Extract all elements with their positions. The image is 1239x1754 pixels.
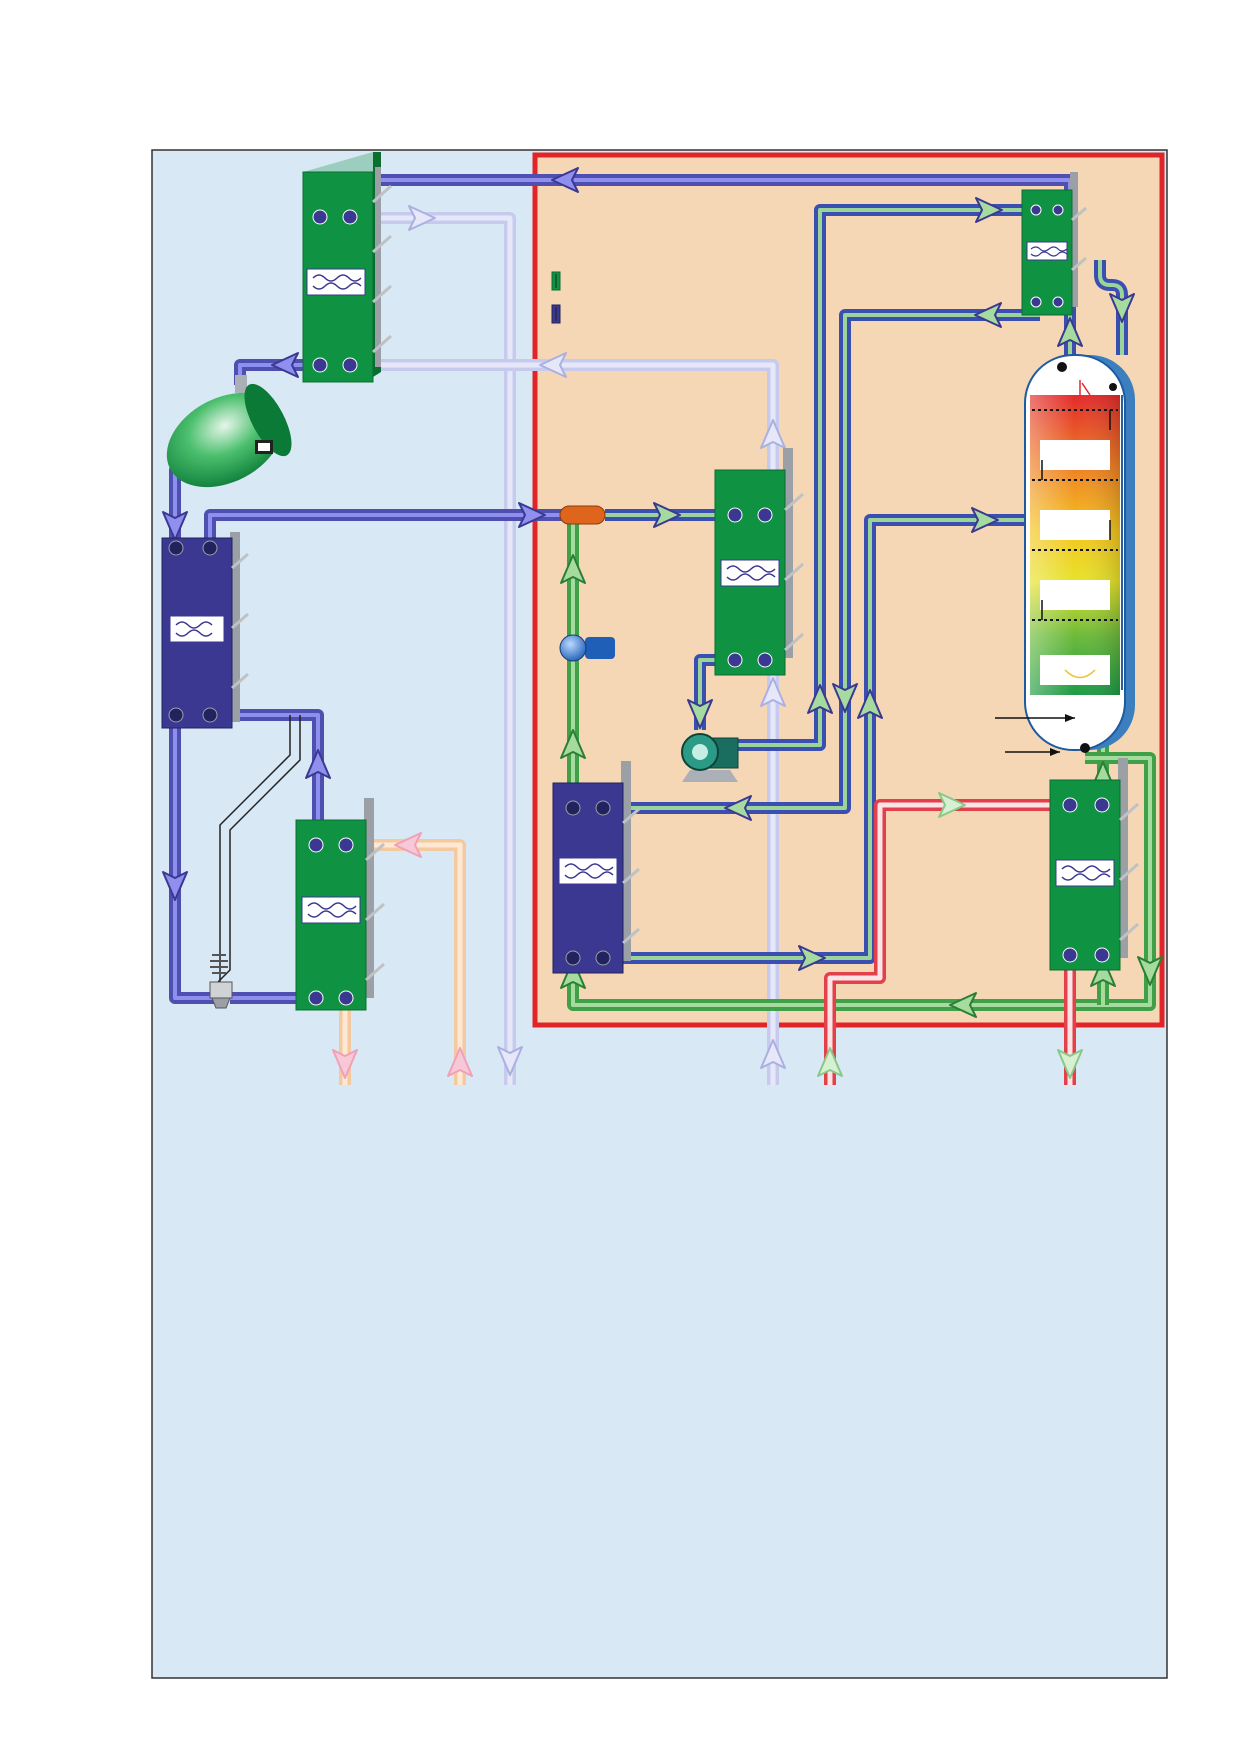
arrow-up [560, 554, 586, 584]
arrow-right [798, 945, 826, 971]
arrow-down [1137, 956, 1163, 986]
arrow-up [760, 677, 786, 707]
plate-heat-exchanger-icon [714, 448, 804, 676]
capillary-line [214, 715, 301, 986]
arrow-up [560, 729, 586, 759]
separator-icon [559, 505, 606, 525]
arrow-left [271, 352, 299, 378]
arrow-right [971, 507, 999, 533]
arrow-up [817, 1047, 843, 1077]
arrow-up [560, 959, 586, 989]
arrow-left [551, 167, 579, 193]
arrow-left [394, 832, 422, 858]
distillation-column-icon [995, 354, 1135, 756]
arrow-down [162, 511, 188, 541]
plate-heat-exchanger-icon [295, 798, 385, 1011]
plate-heat-exchanger-icon [161, 532, 249, 729]
plate-heat-exchanger-icon [1049, 758, 1139, 971]
arrow-left [949, 992, 977, 1018]
capillary-line-2 [219, 715, 291, 990]
arrow-left [539, 352, 567, 378]
arrow-right [653, 502, 681, 528]
legend-swatch-icon [551, 304, 561, 324]
plate-heat-exchanger-icon [302, 152, 392, 383]
arrow-right [518, 502, 546, 528]
warm-water-lines [339, 839, 466, 1085]
arrow-right [408, 205, 436, 231]
arrow-up [760, 1039, 786, 1069]
filter-icon [559, 634, 615, 662]
cooling-water-lines [350, 212, 779, 1085]
liquid-receiver-icon [166, 375, 292, 488]
arrow-right [975, 197, 1003, 223]
arrow-up [807, 684, 833, 714]
arrow-down [1109, 293, 1135, 323]
legend-swatch-icon [551, 271, 561, 291]
arrow-left [974, 302, 1002, 328]
arrow-up [1057, 317, 1083, 347]
arrow-down [162, 871, 188, 901]
arrow-down [687, 699, 713, 729]
arrow-down [1057, 1049, 1083, 1079]
plate-heat-exchanger-icon [552, 761, 640, 974]
flow-arrows [162, 167, 1163, 1079]
arrow-left [724, 795, 752, 821]
arrow-down [832, 683, 858, 713]
plate-heat-exchanger-icon [1021, 172, 1087, 316]
arrow-up [1090, 957, 1116, 987]
centrifugal-pump-icon [681, 733, 739, 782]
arrow-right [938, 792, 966, 818]
heat-exchangers [161, 152, 1139, 1011]
legend [551, 271, 561, 324]
arrow-down [497, 1046, 523, 1076]
arrow-up [760, 419, 786, 449]
expansion-valve-icon [209, 954, 233, 1009]
arrow-up [857, 689, 883, 719]
arrow-up [305, 749, 331, 779]
arrow-up [447, 1047, 473, 1077]
arrow-down [332, 1049, 358, 1079]
